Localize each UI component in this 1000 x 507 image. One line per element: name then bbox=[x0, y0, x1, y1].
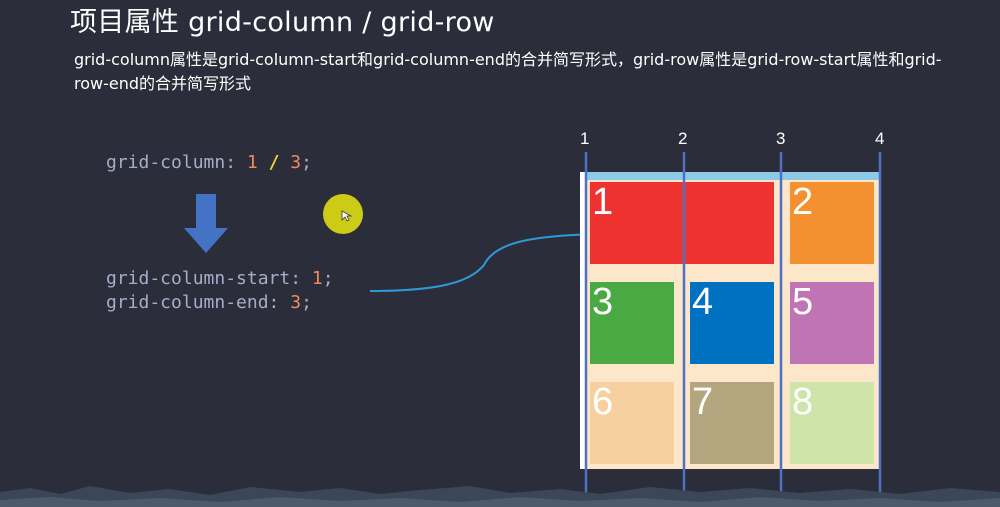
code-start-line: grid-column-start: 1; bbox=[106, 268, 334, 289]
code-value-start: 1 bbox=[246, 152, 258, 173]
code-property: grid-column-start: bbox=[106, 268, 312, 289]
grid-item-2: 2 bbox=[790, 182, 874, 264]
grid-line-number-3: 3 bbox=[776, 129, 786, 148]
grid-line-number-1: 1 bbox=[580, 129, 590, 148]
grid-item-4: 4 bbox=[690, 282, 774, 364]
grid-line-3 bbox=[776, 152, 786, 506]
grid-line-number-4: 4 bbox=[875, 129, 885, 148]
code-value-end: 3 bbox=[290, 152, 302, 173]
slide-title: 项目属性 grid-column / grid-row bbox=[70, 7, 495, 38]
grid-item-label: 4 bbox=[692, 281, 714, 323]
grid-item-label: 5 bbox=[792, 281, 814, 323]
grid-item-label: 8 bbox=[792, 381, 814, 423]
grid-top-border bbox=[580, 172, 880, 180]
grid-line-1 bbox=[581, 152, 591, 506]
grid-line-2 bbox=[679, 152, 689, 506]
code-end-line: grid-column-end: 3; bbox=[106, 292, 312, 313]
grid-item-7: 7 bbox=[690, 382, 774, 464]
code-value: 1 bbox=[311, 268, 323, 289]
grid-item-8: 8 bbox=[790, 382, 874, 464]
grid-left-border bbox=[580, 172, 586, 469]
connector-curve bbox=[369, 233, 595, 292]
code-slash: / bbox=[257, 152, 291, 173]
code-semicolon: ; bbox=[301, 292, 312, 313]
code-property: grid-column-end: bbox=[106, 292, 291, 313]
grid-item-1: 1 bbox=[590, 182, 774, 264]
grid-item-6: 6 bbox=[590, 382, 674, 464]
grid-item-label: 7 bbox=[692, 381, 714, 423]
decorative-ground bbox=[0, 486, 1000, 507]
grid-item-label: 1 bbox=[592, 181, 614, 223]
down-arrow-icon bbox=[184, 194, 228, 253]
grid-item-3: 3 bbox=[590, 282, 674, 364]
grid-line-4 bbox=[875, 152, 885, 506]
code-semicolon: ; bbox=[301, 152, 312, 173]
code-property: grid-column: bbox=[106, 152, 247, 173]
code-semicolon: ; bbox=[322, 268, 334, 289]
grid-item-label: 3 bbox=[592, 281, 614, 323]
code-shorthand-line: grid-column: 1 / 3; bbox=[106, 152, 312, 173]
grid-item-5: 5 bbox=[790, 282, 874, 364]
grid-item-label: 2 bbox=[792, 181, 814, 223]
grid-item-label: 6 bbox=[592, 381, 614, 423]
slide-description: grid-column属性是grid-column-start和grid-col… bbox=[74, 50, 942, 93]
grid-line-number-2: 2 bbox=[678, 129, 688, 148]
code-value: 3 bbox=[290, 292, 302, 313]
mouse-pointer-icon bbox=[341, 210, 353, 222]
